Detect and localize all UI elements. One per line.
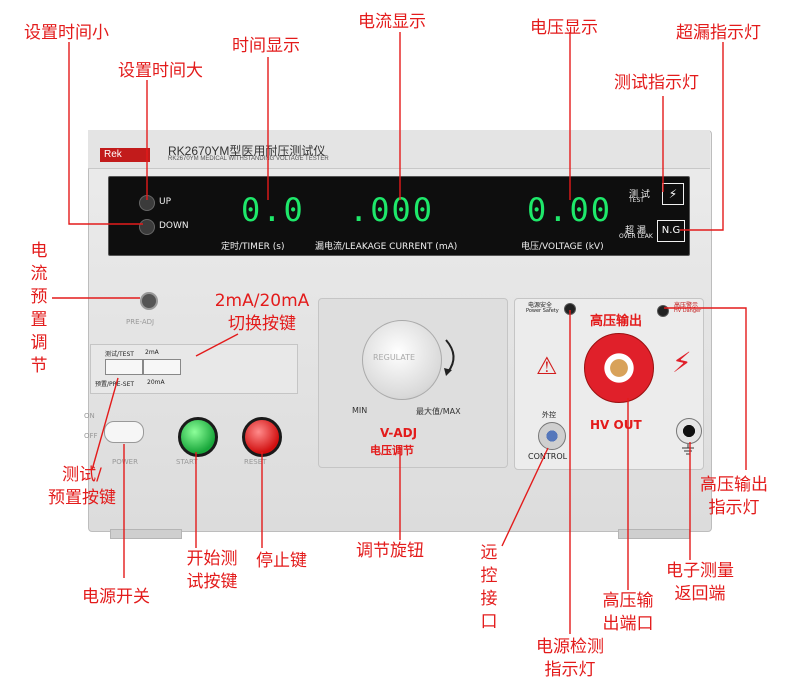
callout-test-preset-key: 测试/预置按键 <box>48 465 116 508</box>
hv-danger-led <box>657 305 669 317</box>
callout-stop-key: 停止键 <box>256 551 307 571</box>
callout-adjust-knob: 调节旋钮 <box>356 541 424 561</box>
callout-hv-output-port: 高压输出端口 <box>602 591 654 634</box>
preset-switch-label: 预置/PRE-SET <box>95 381 135 388</box>
start-button[interactable] <box>178 417 218 457</box>
power-safety-led <box>564 303 576 315</box>
hv-out-label: HV OUT <box>590 418 642 432</box>
range-20ma-label: 20mA <box>147 379 165 386</box>
callout-time-display: 时间显示 <box>232 36 300 56</box>
callout-test-lamp: 测试指示灯 <box>614 73 699 93</box>
control-label: CONTROL <box>528 452 568 461</box>
test-preset-switch[interactable] <box>105 359 143 375</box>
callout-power-detect-lamp: 电源检测指示灯 <box>536 637 604 680</box>
display-panel: UP DOWN 0.0 定时/TIMER (s) .000 漏电流/LEAKAG… <box>108 176 690 256</box>
on-label: ON <box>84 412 95 420</box>
hv-output-port[interactable] <box>584 333 654 403</box>
callout-start-test-key: 开始测试按键 <box>186 549 238 592</box>
down-label: DOWN <box>159 221 189 231</box>
test-indicator-label: 测 试 <box>629 190 650 200</box>
test-lightning-icon: ⚡ <box>662 183 684 205</box>
test-indicator-label-en: TEST <box>629 197 644 204</box>
range-2ma-label: 2mA <box>145 349 159 356</box>
hv-danger-label-en: HV Danger <box>674 308 702 314</box>
regulate-label: REGULATE <box>373 353 416 362</box>
reset-button[interactable] <box>242 417 282 457</box>
current-label: 漏电流/LEAKAGE CURRENT (mA) <box>315 242 458 252</box>
remote-label: 外控 <box>542 411 556 419</box>
power-safety-label-en: Power Safety <box>526 308 559 314</box>
model-subtitle: RK2670YM MEDICAL WITHSTANDING VOLTAGE TE… <box>168 156 329 162</box>
front-foot-right <box>618 529 690 539</box>
preadj-label: PRE-ADJ <box>126 318 155 326</box>
power-label: POWER <box>112 458 138 466</box>
power-safety-label: 电源安全 <box>528 302 553 309</box>
callout-measure-return: 电子测量返回端 <box>666 561 734 604</box>
ground-icon <box>682 444 694 455</box>
overleak-label: 超 漏 <box>625 226 646 236</box>
front-foot-left <box>110 529 182 539</box>
regulate-knob[interactable]: REGULATE <box>362 320 442 400</box>
test-switch-label: 测试/TEST <box>105 351 134 358</box>
hv-bolt-icon: ⚡ <box>672 346 692 379</box>
callout-voltage-display: 电压显示 <box>530 18 598 38</box>
max-label: 最大值/MAX <box>416 407 461 416</box>
callout-power-switch: 电源开关 <box>82 587 150 607</box>
remote-control-port[interactable] <box>538 422 566 450</box>
callout-over-leak-lamp: 超漏指示灯 <box>676 23 761 43</box>
ng-indicator: N.G <box>657 220 685 242</box>
up-label: UP <box>159 197 172 207</box>
vadj-cn-label: 电压调节 <box>370 444 414 457</box>
measure-return-terminal[interactable] <box>676 418 702 444</box>
voltage-readout: 0.00 <box>527 191 613 229</box>
switch-box: 测试/TEST 2mA 预置/PRE-SET 20mA <box>90 344 298 394</box>
rotate-arrow-icon <box>444 339 455 376</box>
callout-hv-output-lamp: 高压输出指示灯 <box>700 475 768 518</box>
min-label: MIN <box>352 406 368 415</box>
model-title: RK2670YM型医用耐压测试仪 <box>168 144 326 158</box>
callout-current-display: 电流显示 <box>358 12 426 32</box>
timer-readout: 0.0 <box>241 191 305 229</box>
off-label: OFF <box>84 432 98 440</box>
current-readout: .000 <box>349 191 435 229</box>
callout-remote-interface: 远控 接口 <box>480 543 498 632</box>
top-band <box>88 130 710 169</box>
start-label: START <box>176 458 198 466</box>
range-switch[interactable] <box>143 359 181 375</box>
callout-set-time-small: 设置时间小 <box>24 23 109 43</box>
warning-triangle-icon: ⚠ <box>536 352 558 380</box>
hv-danger-label: 高压警示 <box>674 302 699 309</box>
reset-label: RESET <box>244 458 267 466</box>
vadj-label: V-ADJ <box>380 426 418 440</box>
preadj-knob[interactable] <box>140 292 158 310</box>
up-button[interactable] <box>139 195 155 211</box>
timer-label: 定时/TIMER (s) <box>221 242 285 252</box>
callout-set-time-large: 设置时间大 <box>118 61 203 81</box>
brand-logo: Rek <box>100 148 150 162</box>
voltage-label: 电压/VOLTAGE (kV) <box>521 242 604 252</box>
power-switch[interactable] <box>104 421 144 443</box>
overleak-label-en: OVER LEAK <box>619 233 653 240</box>
hv-output-label: 高压输出 <box>590 314 643 329</box>
callout-current-preset: 电流 预置 调节 <box>30 241 48 376</box>
down-button[interactable] <box>139 219 155 235</box>
